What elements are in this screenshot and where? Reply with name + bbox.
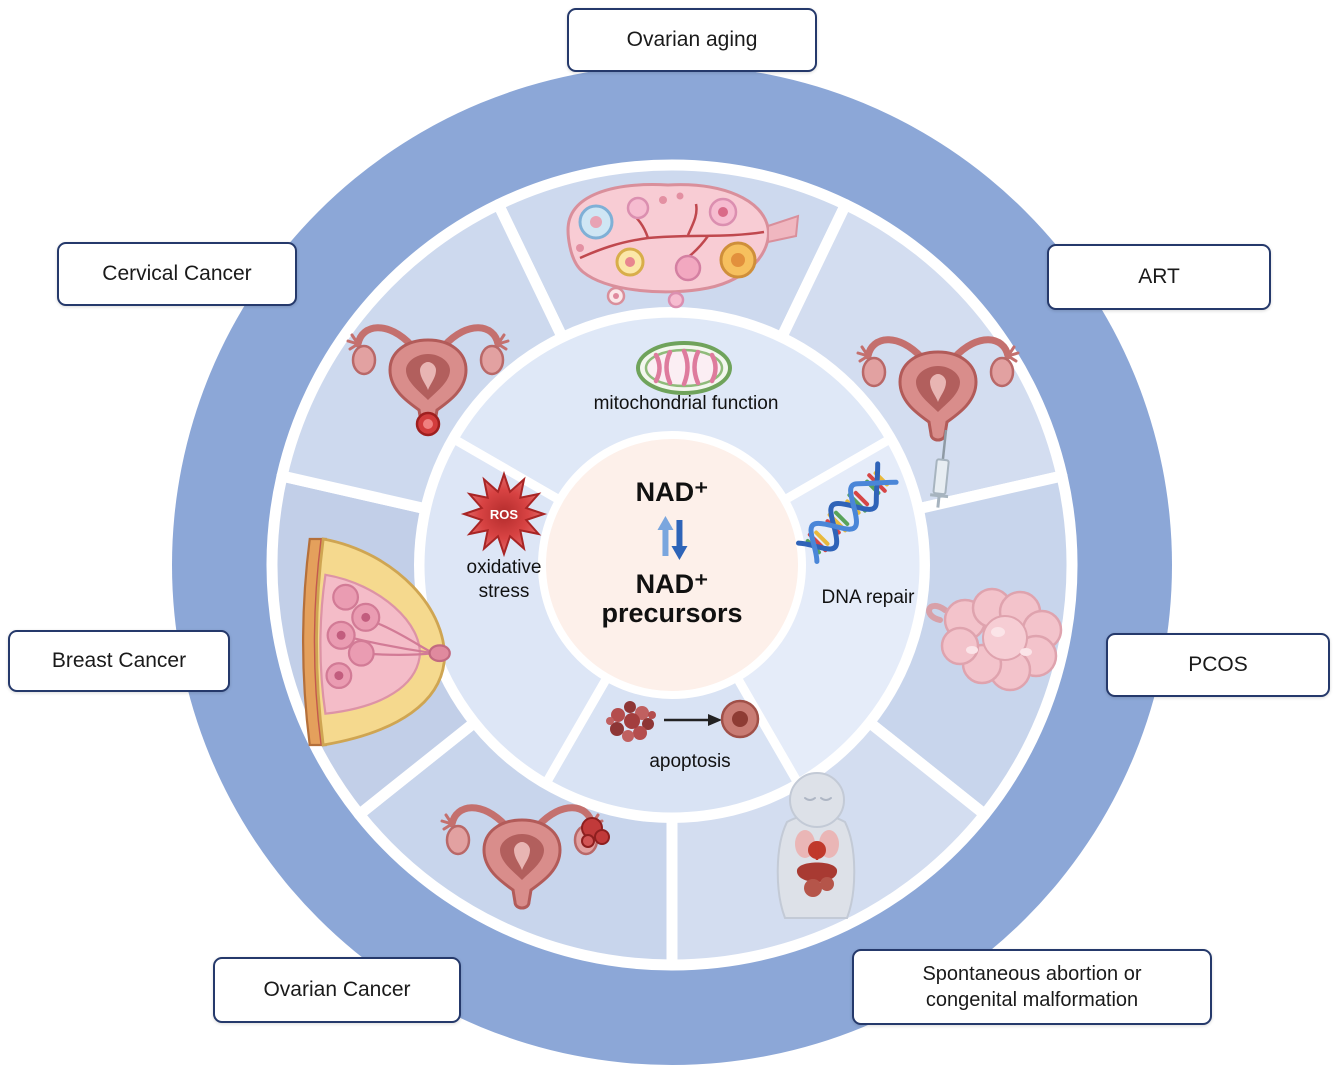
uterus-art-illustration: [858, 340, 1018, 508]
label-mitochondrial-function: mitochondrial function: [593, 393, 779, 414]
label-pcos-text: PCOS: [1188, 653, 1248, 677]
nad-precursors-label-line1: NAD⁺: [635, 568, 709, 599]
syringe-icon: [929, 429, 950, 508]
label-breast-cancer: Breast Cancer: [8, 630, 230, 692]
ros-burst-illustration: ROS: [460, 470, 548, 558]
cervical-lesion-icon: [423, 419, 433, 429]
apoptotic-cell-cluster-icon: [606, 701, 656, 742]
label-ovarian-cancer: Ovarian Cancer: [213, 957, 461, 1023]
dna-helix-illustration: [796, 461, 899, 564]
interconversion-arrows-icon: [656, 515, 687, 560]
label-dna-repair: DNA repair: [821, 587, 915, 608]
mitochondrion-illustration: [636, 341, 732, 395]
polycystic-ovary-illustration: [926, 587, 1063, 692]
ovarian-tumor-icon: [581, 817, 610, 848]
label-art-text: ART: [1138, 265, 1180, 289]
nad-precursors-label-line2: precursors: [601, 598, 743, 629]
label-cervical-cancer: Cervical Cancer: [57, 242, 297, 306]
label-ovarian-aging: Ovarian aging: [567, 8, 817, 72]
intact-cell-icon: [720, 699, 760, 739]
oxidative-line2: stress: [478, 580, 530, 602]
ovary-illustration: [566, 183, 800, 309]
mech-segment-dna-repair: [667, 434, 929, 788]
ros-label: ROS: [490, 507, 519, 522]
label-ovarian-cancer-text: Ovarian Cancer: [263, 978, 411, 1002]
oxidative-line1: oxidative: [466, 557, 542, 578]
fetus-illustration: [776, 772, 856, 919]
center-text-block: NAD⁺ NAD⁺ precursors: [601, 477, 743, 629]
spontaneous-line1: Spontaneous abortion or: [922, 963, 1142, 985]
label-spontaneous-abortion-text: Spontaneous abortion or congenital malfo…: [922, 961, 1141, 1013]
spontaneous-line2: congenital malformation: [925, 989, 1139, 1011]
label-ovarian-aging-text: Ovarian aging: [626, 28, 758, 52]
label-art: ART: [1047, 244, 1271, 310]
uterus-ovarian-cancer-illustration: [442, 808, 610, 908]
label-oxidative-stress: oxidative stress: [467, 556, 542, 604]
label-breast-cancer-text: Breast Cancer: [51, 649, 187, 673]
center-circle: [538, 431, 806, 699]
nad-label: NAD⁺: [635, 477, 709, 507]
arrow-right-icon: [664, 714, 722, 726]
label-spontaneous-abortion: Spontaneous abortion or congenital malfo…: [852, 949, 1212, 1025]
label-cervical-cancer-text: Cervical Cancer: [102, 262, 252, 286]
label-pcos: PCOS: [1106, 633, 1330, 697]
uterus-cervical-cancer-illustration: [348, 328, 508, 437]
breast-illustration: [301, 537, 451, 747]
apoptosis-illustration: [606, 699, 760, 742]
label-apoptosis: apoptosis: [649, 751, 731, 772]
